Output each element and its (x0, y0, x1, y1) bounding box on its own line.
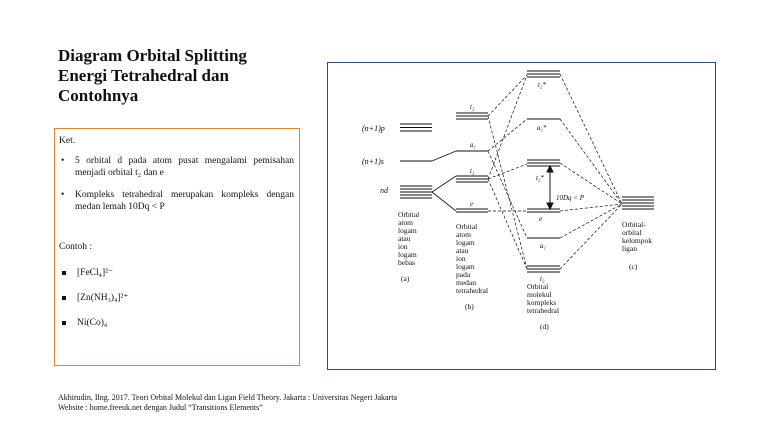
svg-text:ion: ion (398, 242, 408, 251)
svg-text:molekul: molekul (527, 290, 552, 299)
d-level-t2-lower: t₂ (540, 275, 545, 283)
svg-text:kelompok: kelompok (622, 236, 652, 245)
slide-title: Diagram Orbital Splitting Energi Tetrahe… (58, 46, 308, 106)
col-d-levels (527, 70, 560, 273)
col-d-caption: Orbital molekul kompleks tetrahedral (d) (527, 282, 559, 331)
example-item-2: [Zn(NH₃)₄]²⁺ (59, 292, 294, 304)
svg-text:logam: logam (398, 226, 417, 235)
svg-text:atau: atau (398, 234, 411, 243)
connectors-a-b (431, 150, 457, 212)
svg-text:atau: atau (456, 246, 469, 255)
connectors-d-c (559, 73, 623, 270)
label-nd: nd (380, 186, 389, 195)
bullet-weak-field: Kompleks tetrahedral merupakan kompleks … (59, 189, 294, 213)
svg-text:medan: medan (456, 278, 476, 287)
svg-text:(b): (b) (465, 302, 474, 311)
col-b-caption: Orbital atom logam atau ion logam pada m… (456, 222, 488, 311)
b-level-t2: t₂ (470, 167, 475, 175)
svg-text:tetrahedral: tetrahedral (527, 306, 559, 315)
orbital-diagram: (n+1)p (n+1)s nd t₂ a₁ t₂ e (362, 70, 654, 331)
reference-line-1: Akhirudin, Ilng. 2017. Teori Orbital Mol… (58, 393, 397, 402)
b-level-a1: a₁ (470, 141, 476, 149)
svg-text:Orbital: Orbital (456, 222, 477, 231)
connectors-b-d (487, 74, 528, 270)
ket-label: Ket. (59, 136, 76, 146)
svg-text:logam: logam (456, 262, 475, 271)
d-level-a1: a₁ (540, 242, 546, 250)
b-level-e: e (470, 200, 473, 208)
col-c-caption: Orbital- orbital kelompok ligan (c) (622, 220, 652, 271)
example-item-3: Ni(Co)₄ (59, 317, 294, 329)
d-level-t2-star: t₂* (536, 174, 544, 182)
col-a-levels (400, 123, 432, 199)
reference: Akhirudin, Ilng. 2017. Teori Orbital Mol… (58, 393, 397, 413)
title-line-1: Diagram Orbital Splitting (58, 46, 247, 65)
svg-text:Orbital: Orbital (398, 210, 419, 219)
example-item-1: [FeCl₄]²⁻ (59, 267, 294, 279)
bullet-splitting: 5 orbital d pada atom pusat mengalami pe… (59, 155, 294, 179)
d-level-t2-star-upper: t₂* (538, 81, 546, 89)
svg-text:kompleks: kompleks (527, 298, 556, 307)
svg-text:pada: pada (456, 270, 471, 279)
b-level-t2-upper: t₂ (470, 103, 475, 111)
svg-text:logam: logam (456, 238, 475, 247)
svg-text:ion: ion (456, 254, 466, 263)
gap-arrow (546, 164, 554, 211)
svg-text:(a): (a) (401, 274, 410, 283)
title-line-2: Energi Tetrahedral dan (58, 66, 229, 85)
svg-text:logam: logam (398, 250, 417, 259)
reference-line-2: Website : home.freeuk.net dengan Judul “… (58, 403, 263, 412)
title-line-3: Contohnya (58, 86, 139, 105)
contoh-label: Contoh : (59, 242, 92, 252)
label-n1s: (n+1)s (362, 157, 384, 166)
d-level-e: e (539, 215, 542, 223)
gap-label: 10Dq < P (556, 194, 585, 202)
svg-text:ligan: ligan (622, 244, 637, 253)
svg-text:(c): (c) (629, 262, 638, 271)
col-b-levels (456, 112, 488, 213)
svg-text:Orbital-: Orbital- (622, 220, 646, 229)
svg-text:tetrahedral: tetrahedral (456, 286, 488, 295)
svg-text:atom: atom (398, 218, 413, 227)
svg-text:atom: atom (456, 230, 471, 239)
svg-text:Orbital: Orbital (527, 282, 548, 291)
col-a-caption: Orbital atom logam atau ion logam bebas … (398, 210, 419, 283)
notes-box: Ket. 5 orbital d pada atom pusat mengala… (54, 128, 300, 366)
orbital-diagram-figure: (n+1)p (n+1)s nd t₂ a₁ t₂ e (327, 62, 716, 370)
col-c-levels (622, 196, 654, 210)
svg-text:bebas: bebas (398, 258, 415, 267)
d-level-a1-star: a₁* (537, 124, 547, 132)
svg-text:orbital: orbital (622, 228, 642, 237)
label-n1p: (n+1)p (362, 124, 385, 133)
svg-text:(d): (d) (540, 322, 549, 331)
